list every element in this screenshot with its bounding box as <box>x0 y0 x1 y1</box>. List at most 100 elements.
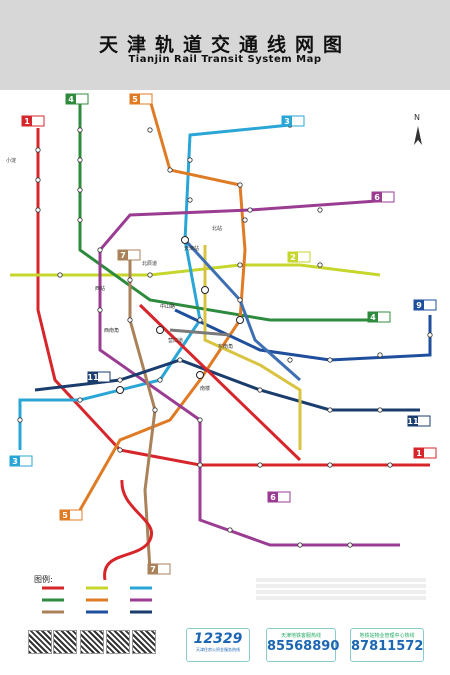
line-badge-number: 6 <box>374 193 380 202</box>
station-label: 北辰道 <box>142 260 157 267</box>
station-label: 天津站 <box>184 245 199 252</box>
station-dot[interactable] <box>237 297 243 303</box>
station-dot[interactable] <box>127 277 133 283</box>
hotline-1-caption: 天津地铁客服热线 <box>280 633 321 639</box>
station-dot[interactable] <box>347 542 353 548</box>
line-11-path <box>34 358 420 412</box>
line-badge-color <box>414 448 424 458</box>
station-dot[interactable] <box>35 207 41 213</box>
hotline-box-1[interactable]: 天津地铁客服热线 85568890 <box>266 628 340 662</box>
station-dot[interactable] <box>77 127 83 133</box>
interchange-station[interactable] <box>201 286 209 294</box>
line-badge-number: 3 <box>284 117 290 126</box>
station-dot[interactable] <box>317 262 323 268</box>
line-3-path <box>18 123 291 450</box>
station-label: 南楼 <box>200 385 210 392</box>
station-dot[interactable] <box>57 272 63 278</box>
station-dot[interactable] <box>197 317 203 323</box>
station-dot[interactable] <box>377 407 383 413</box>
station-label: 北站 <box>212 225 222 232</box>
north-arrow: N <box>414 113 422 145</box>
station-dot[interactable] <box>237 182 243 188</box>
interchange-station[interactable] <box>196 371 204 379</box>
station-dot[interactable] <box>157 377 163 383</box>
station-dot[interactable] <box>147 272 153 278</box>
legend-title: 图例: <box>34 575 53 584</box>
station-dot[interactable] <box>97 247 103 253</box>
line-badge-color <box>118 250 128 260</box>
hotline-12329-number: 12329 <box>193 631 243 647</box>
station-dot[interactable] <box>387 462 393 468</box>
station-dot[interactable] <box>167 167 173 173</box>
hotline-12329[interactable]: 12329 天津住房公积金服务热线 <box>186 628 250 662</box>
station-label: 小淀 <box>6 157 16 164</box>
qr-code-2[interactable] <box>53 630 77 654</box>
station-dot[interactable] <box>117 377 123 383</box>
station-dot[interactable] <box>77 397 83 403</box>
line-badge-color <box>60 510 70 520</box>
line-10-path <box>203 245 302 450</box>
interchange-station[interactable] <box>116 386 124 394</box>
station-dot[interactable] <box>247 207 253 213</box>
hotline-1-number: 85568890 <box>267 639 340 654</box>
station-dot[interactable] <box>117 447 123 453</box>
interchange-station[interactable] <box>156 326 164 334</box>
interchange-station[interactable] <box>236 316 244 324</box>
qr-code-3[interactable] <box>80 630 104 654</box>
station-dot[interactable] <box>287 357 293 363</box>
interchange-station[interactable] <box>181 236 189 244</box>
station-dot[interactable] <box>77 187 83 193</box>
station-dot[interactable] <box>127 317 133 323</box>
station-dot[interactable] <box>97 307 103 313</box>
station-dot[interactable] <box>257 462 263 468</box>
station-dot[interactable] <box>197 462 203 468</box>
station-dot[interactable] <box>242 217 248 223</box>
station-dot[interactable] <box>327 407 333 413</box>
station-dot[interactable] <box>327 357 333 363</box>
line-badge-color <box>368 312 378 322</box>
hotline-box-2[interactable]: 地铁站物业管理中心热线 87811572 <box>350 628 424 662</box>
station-dot[interactable] <box>317 207 323 213</box>
map-title-english: Tianjin Rail Transit System Map <box>128 54 322 65</box>
line-badge-color <box>148 564 158 574</box>
qr-code-5[interactable] <box>132 630 156 654</box>
station-dot[interactable] <box>77 217 83 223</box>
line-badge-color <box>130 94 140 104</box>
line-badge-color <box>372 192 382 202</box>
station-dot[interactable] <box>237 262 243 268</box>
station-dot[interactable] <box>147 127 153 133</box>
station-dot[interactable] <box>227 527 233 533</box>
line-badge-number: 5 <box>132 95 138 104</box>
station-dot[interactable] <box>377 352 383 358</box>
station-label: 西站 <box>95 285 105 292</box>
line-badge-color <box>408 416 418 426</box>
qr-code-4[interactable] <box>106 630 130 654</box>
station-dot[interactable] <box>177 357 183 363</box>
qr-code-1[interactable] <box>28 630 52 654</box>
line-6-path <box>98 198 400 547</box>
line-badge-color <box>282 116 292 126</box>
station-dot[interactable] <box>297 542 303 548</box>
station-dot[interactable] <box>187 157 193 163</box>
station-dot[interactable] <box>17 417 23 423</box>
line-7-path <box>128 255 157 571</box>
hotline-2-caption: 地铁站物业管理中心热线 <box>359 633 415 639</box>
line-badge-color <box>66 94 76 104</box>
stations-layer[interactable] <box>17 122 433 548</box>
station-dot[interactable] <box>197 417 203 423</box>
station-dot[interactable] <box>257 387 263 393</box>
line-1-path <box>36 128 430 467</box>
line-z1-path <box>183 238 301 382</box>
suburban-line-path <box>103 479 154 580</box>
station-dot[interactable] <box>35 177 41 183</box>
station-dot[interactable] <box>152 407 158 413</box>
station-dot[interactable] <box>35 147 41 153</box>
station-dot[interactable] <box>327 462 333 468</box>
station-dot[interactable] <box>77 157 83 163</box>
station-dot[interactable] <box>187 197 193 203</box>
line-2-path <box>10 263 381 277</box>
line-8-path <box>169 328 231 337</box>
station-dot[interactable] <box>427 332 433 338</box>
